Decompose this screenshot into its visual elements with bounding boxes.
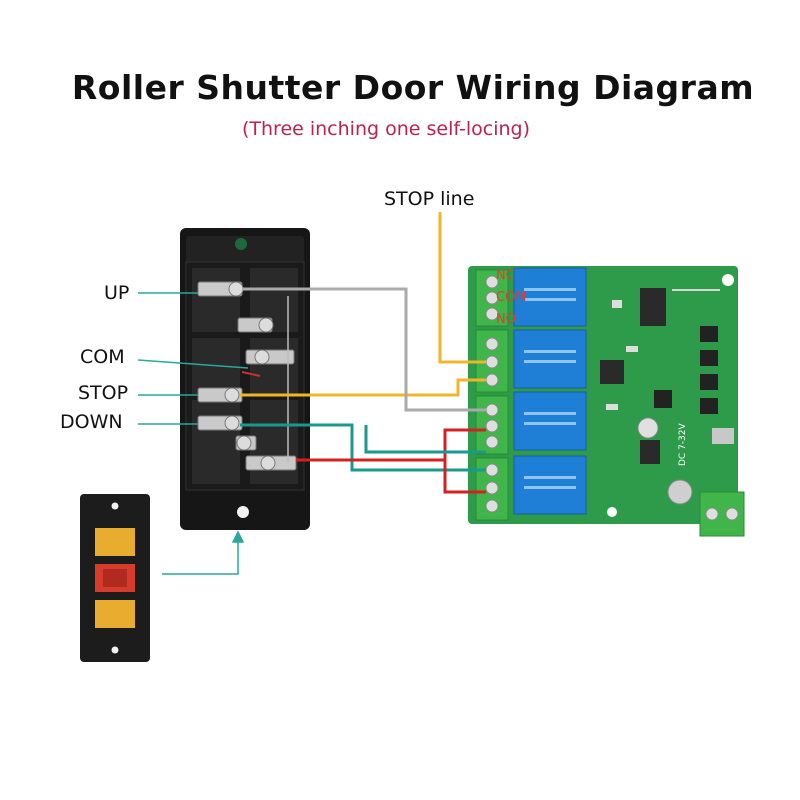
mounting-hole-icon — [237, 506, 249, 518]
terminal-blocks — [475, 269, 509, 521]
wires — [240, 212, 486, 494]
com-label: COM — [80, 346, 125, 368]
down-wire — [240, 423, 486, 472]
down-link-wire — [364, 425, 486, 454]
relay-modules — [513, 267, 587, 515]
switch-box — [180, 228, 310, 530]
relay-no-label: NO — [496, 312, 516, 327]
down-label: DOWN — [60, 411, 123, 433]
power-terminal — [699, 491, 745, 537]
stop-label: STOP — [78, 382, 129, 404]
com-wire — [296, 428, 486, 462]
down-button-icon — [95, 600, 135, 628]
relay-board — [468, 266, 745, 537]
relay-nc-label: NC — [496, 268, 515, 283]
up-label: UP — [104, 282, 130, 304]
leader-lines — [137, 292, 249, 575]
diagram-subtitle: (Three inching one self-locing) — [241, 118, 530, 140]
board-components — [600, 288, 734, 505]
push-button-station — [80, 494, 150, 662]
diagram-title: Roller Shutter Door Wiring Diagram — [71, 68, 755, 107]
com-bridge-wire — [443, 460, 486, 494]
up-button-icon — [95, 528, 135, 556]
stop-line-label: STOP line — [384, 188, 475, 210]
arrow-up-icon — [231, 530, 245, 543]
stop-line-wire — [438, 212, 486, 364]
relay-com-label: COM — [496, 290, 527, 305]
indicator-led-icon — [235, 238, 247, 250]
power-label: DC 7-32V — [678, 423, 688, 466]
up-wire — [242, 287, 486, 412]
stop-wire — [240, 378, 486, 397]
